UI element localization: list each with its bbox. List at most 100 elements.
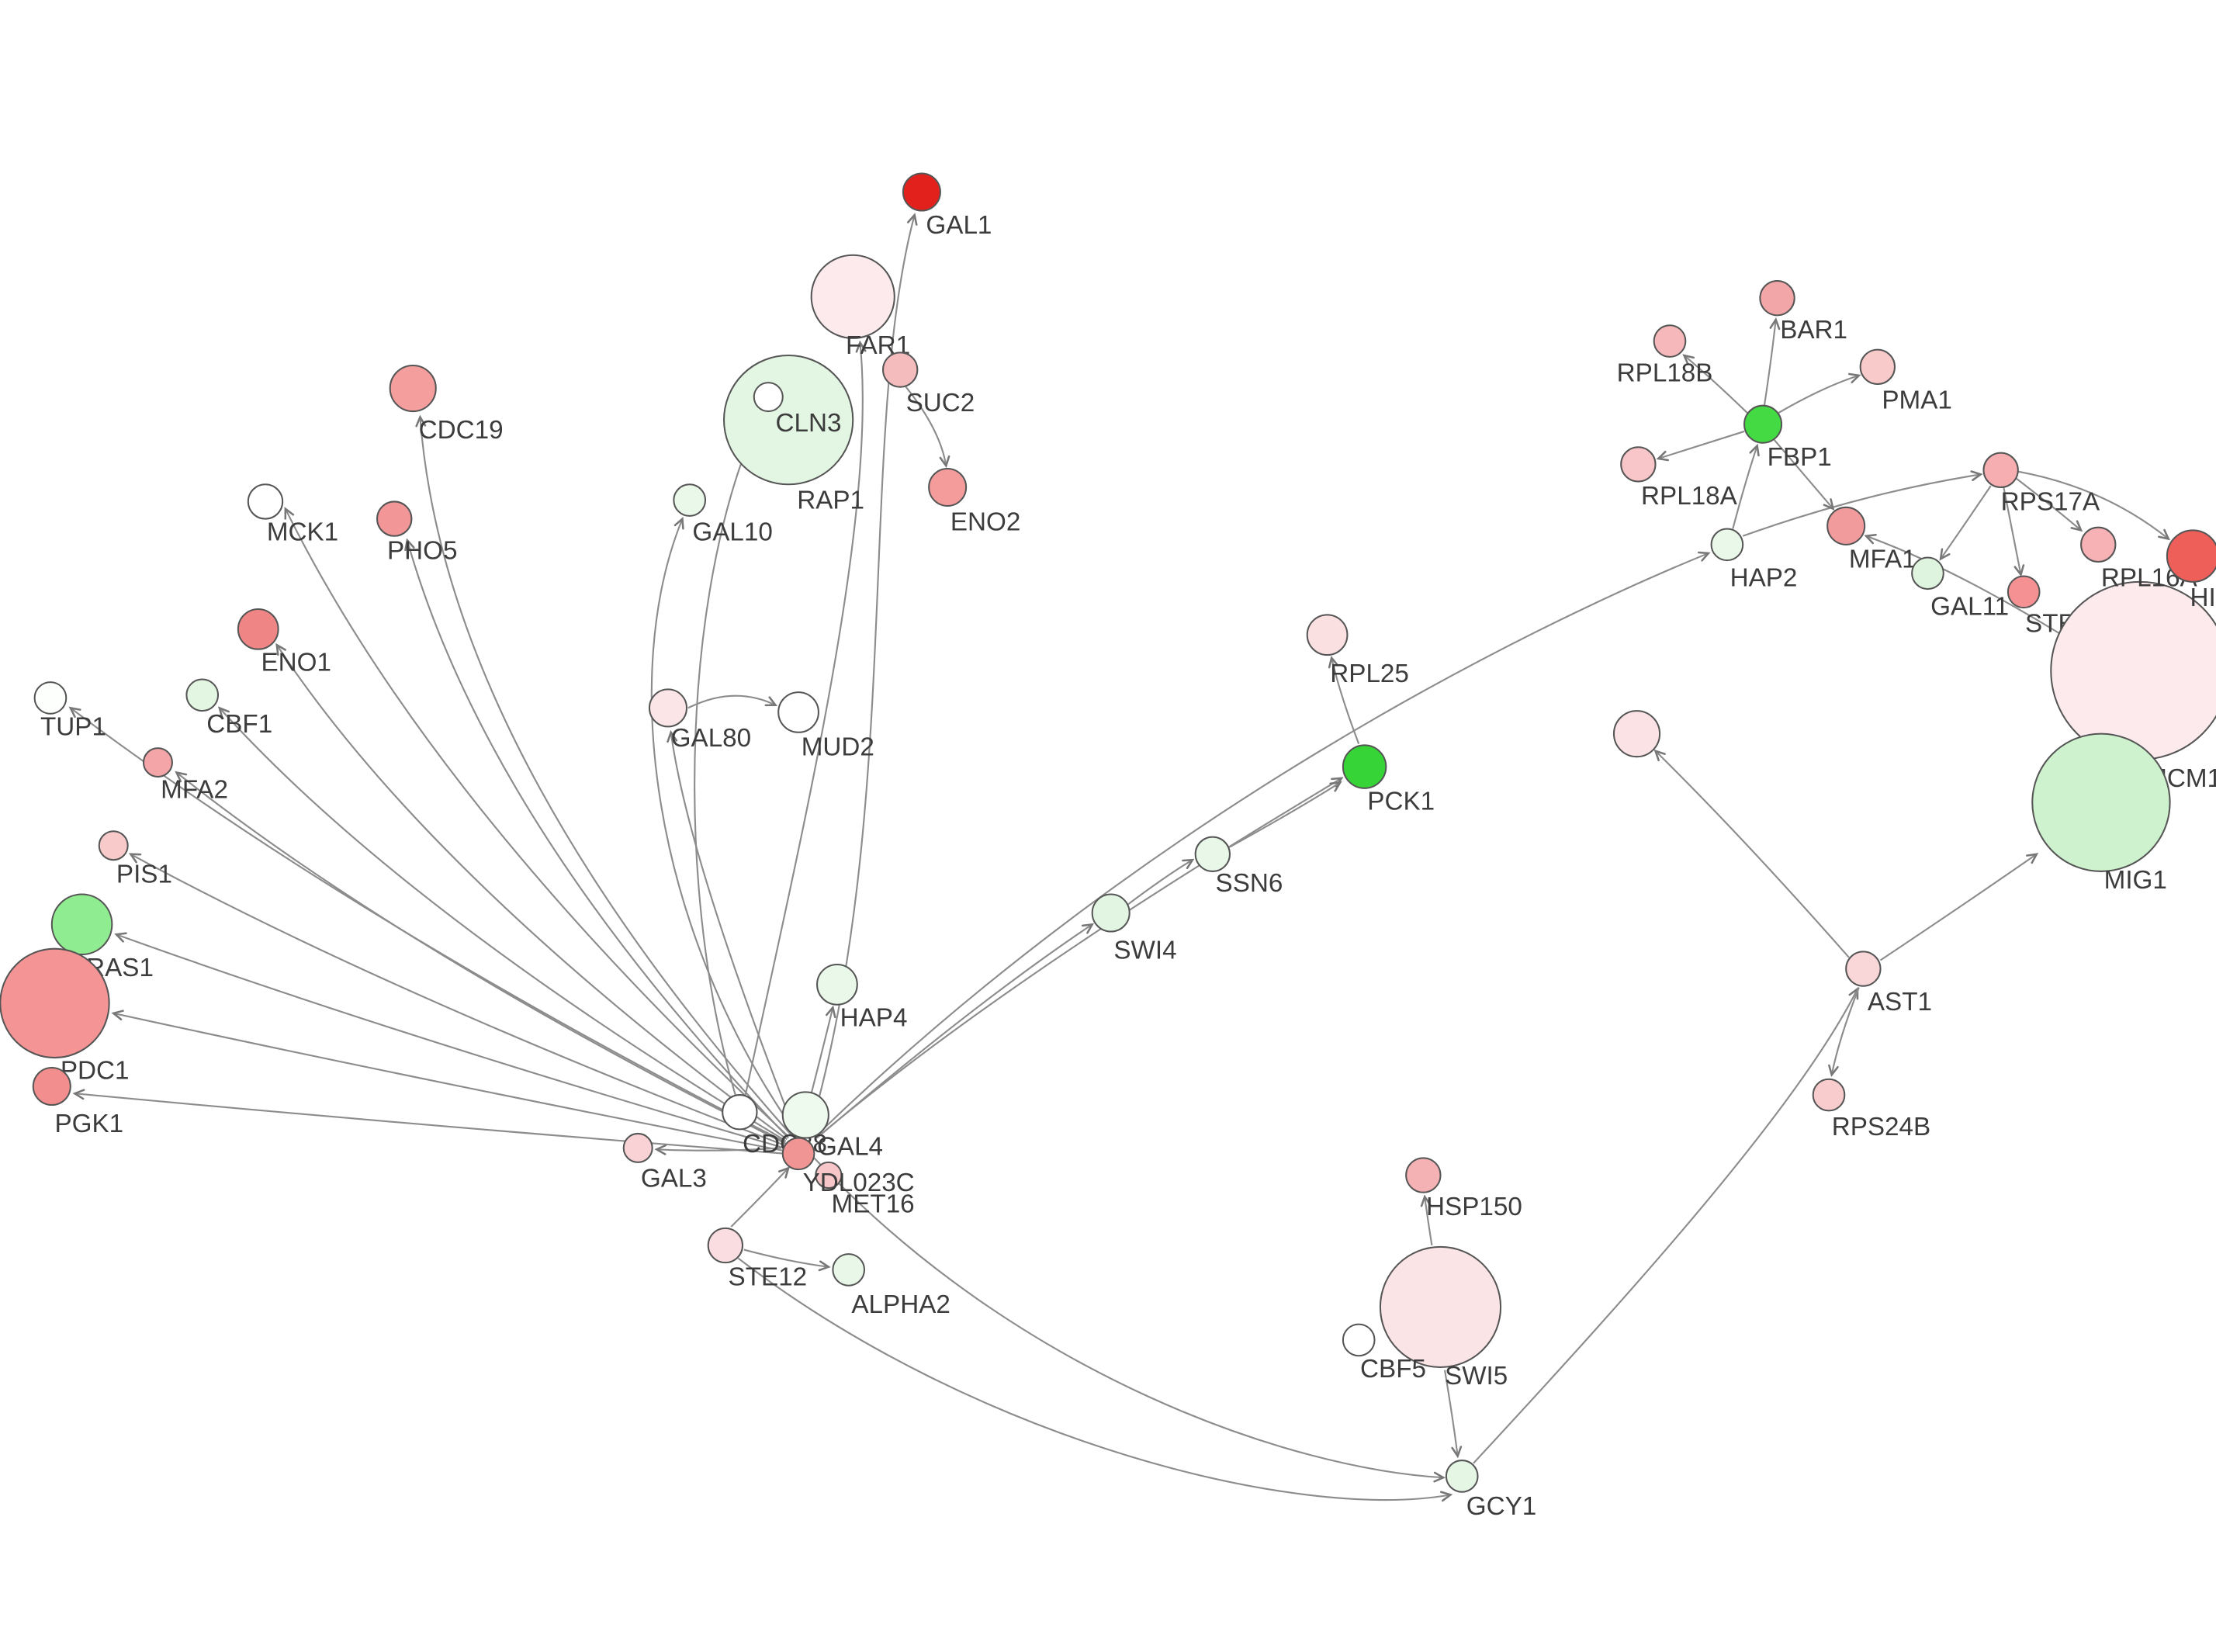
edge-fbp1-mfa1 <box>1774 439 1835 511</box>
node-gcy1[interactable] <box>1445 1460 1479 1493</box>
node-hap4[interactable] <box>816 963 858 1006</box>
edge-suc2-eno2 <box>905 386 950 469</box>
node-hap2[interactable] <box>1710 528 1744 562</box>
node-mck1[interactable] <box>247 483 284 520</box>
node-cdc19[interactable] <box>389 364 437 413</box>
node-ste2[interactable] <box>2007 575 2041 609</box>
node-cln3[interactable] <box>753 382 784 413</box>
node-label-gal10: GAL10 <box>692 518 772 546</box>
node-cbf5[interactable] <box>1342 1323 1376 1357</box>
node-unnamed[interactable] <box>1612 710 1661 758</box>
node-label-his4: HIS4 <box>2190 584 2216 612</box>
edge-fbp1-rpl18b <box>1682 354 1748 414</box>
node-label-rpl25: RPL25 <box>1330 660 1409 688</box>
node-cdc28[interactable] <box>722 1094 758 1131</box>
node-cbf1[interactable] <box>185 678 220 712</box>
node-mfa2[interactable] <box>142 747 173 778</box>
edge-mcm1-mfa1 <box>1864 534 2060 635</box>
node-swi4[interactable] <box>1091 893 1131 933</box>
node-label-pma1: PMA1 <box>1882 386 1952 414</box>
node-rps17a[interactable] <box>1982 452 2019 488</box>
node-pgk1[interactable] <box>32 1066 71 1107</box>
node-label-mud2: MUD2 <box>802 732 874 761</box>
edge-rps17a-ste2 <box>2003 487 2025 577</box>
node-label-cbf1: CBF1 <box>206 710 272 739</box>
node-label-rpl18a: RPL18A <box>1641 482 1738 511</box>
node-label-gcy1: GCY1 <box>1466 1492 1537 1521</box>
node-label-mfa2: MFA2 <box>161 776 228 805</box>
edge-ydl023c-gal3 <box>654 1144 781 1155</box>
edge-fbp1-bar1 <box>1763 317 1781 406</box>
node-eno1[interactable] <box>237 608 279 650</box>
node-ydl023c[interactable] <box>781 1137 815 1171</box>
edge-ste12-gcy1 <box>737 1257 1453 1502</box>
edge-ast1-unnamed <box>1653 749 1850 958</box>
node-rap1[interactable] <box>722 355 854 486</box>
node-suc2[interactable] <box>882 352 919 388</box>
node-pis1[interactable] <box>98 830 129 861</box>
node-rps24b[interactable] <box>1812 1078 1846 1112</box>
edge-ste12-alpha2 <box>743 1249 831 1272</box>
edge-rps17a-rpl16a <box>2016 478 2083 532</box>
node-label-hap4: HAP4 <box>840 1003 908 1032</box>
node-label-swi4: SWI4 <box>1113 937 1176 965</box>
node-rpl16a[interactable] <box>2080 526 2117 563</box>
node-label-suc2: SUC2 <box>906 389 975 417</box>
edge-ydl023c-hap2 <box>819 551 1711 1133</box>
edge-ydl023c-pho5 <box>404 538 789 1139</box>
node-his4[interactable] <box>2166 529 2216 583</box>
node-label-gal3: GAL3 <box>641 1164 707 1193</box>
node-rpl25[interactable] <box>1306 614 1349 656</box>
node-gal3[interactable] <box>622 1132 653 1163</box>
node-label-eno2: ENO2 <box>950 507 1021 536</box>
node-pdc1[interactable] <box>0 947 110 1059</box>
edges-layer <box>68 213 2170 1502</box>
node-hsp150[interactable] <box>1405 1157 1442 1193</box>
node-gal10[interactable] <box>673 483 707 517</box>
node-fbp1[interactable] <box>1743 404 1783 444</box>
edge-ydl023c-ras1 <box>114 932 784 1149</box>
node-mud2[interactable] <box>777 691 819 733</box>
node-label-gal4: GAL4 <box>817 1133 883 1162</box>
edge-ste12-ydl023c <box>730 1166 791 1228</box>
node-pck1[interactable] <box>1342 744 1387 789</box>
node-gal4[interactable] <box>781 1091 829 1139</box>
node-gal11[interactable] <box>1911 556 1944 590</box>
node-label-bar1: BAR1 <box>1780 316 1847 345</box>
edge-ydl023c-pis1 <box>128 853 784 1146</box>
node-bar1[interactable] <box>1759 279 1795 317</box>
node-label-rps24b: RPS24B <box>1832 1113 1930 1141</box>
node-mig1[interactable] <box>2031 732 2171 872</box>
node-ste12[interactable] <box>707 1227 744 1264</box>
node-label-hsp150: HSP150 <box>1426 1193 1522 1221</box>
node-swi5[interactable] <box>1379 1245 1502 1369</box>
node-label-eno1: ENO1 <box>261 648 331 677</box>
node-tup1[interactable] <box>33 681 68 715</box>
edge-gcy1-ast1 <box>1473 986 1859 1464</box>
node-ssn6[interactable] <box>1194 836 1231 872</box>
node-ast1[interactable] <box>1845 951 1882 987</box>
node-met16[interactable] <box>815 1161 843 1190</box>
node-rpl18a[interactable] <box>1620 446 1657 483</box>
node-rpl18b[interactable] <box>1653 324 1687 358</box>
node-eno2[interactable] <box>928 467 968 507</box>
node-pho5[interactable] <box>376 500 413 537</box>
node-pma1[interactable] <box>1859 348 1896 386</box>
node-label-gal11: GAL11 <box>1930 592 2009 621</box>
node-far1[interactable] <box>810 254 895 339</box>
node-gal1[interactable] <box>902 172 941 212</box>
edge-fbp1-rpl18a <box>1656 430 1745 462</box>
node-mfa1[interactable] <box>1826 506 1866 545</box>
edge-ydl023c-eno1 <box>275 642 788 1141</box>
node-label-ast1: AST1 <box>1868 988 1932 1016</box>
node-ras1[interactable] <box>50 893 113 956</box>
node-label-rps17a: RPS17A <box>2001 488 2100 517</box>
edge-swi5-gcy1 <box>1443 1370 1463 1459</box>
node-gal80[interactable] <box>648 688 688 728</box>
edge-rps17a-his4 <box>2017 470 2170 541</box>
node-alpha2[interactable] <box>832 1253 866 1287</box>
node-label-ste12: STE12 <box>729 1263 808 1292</box>
